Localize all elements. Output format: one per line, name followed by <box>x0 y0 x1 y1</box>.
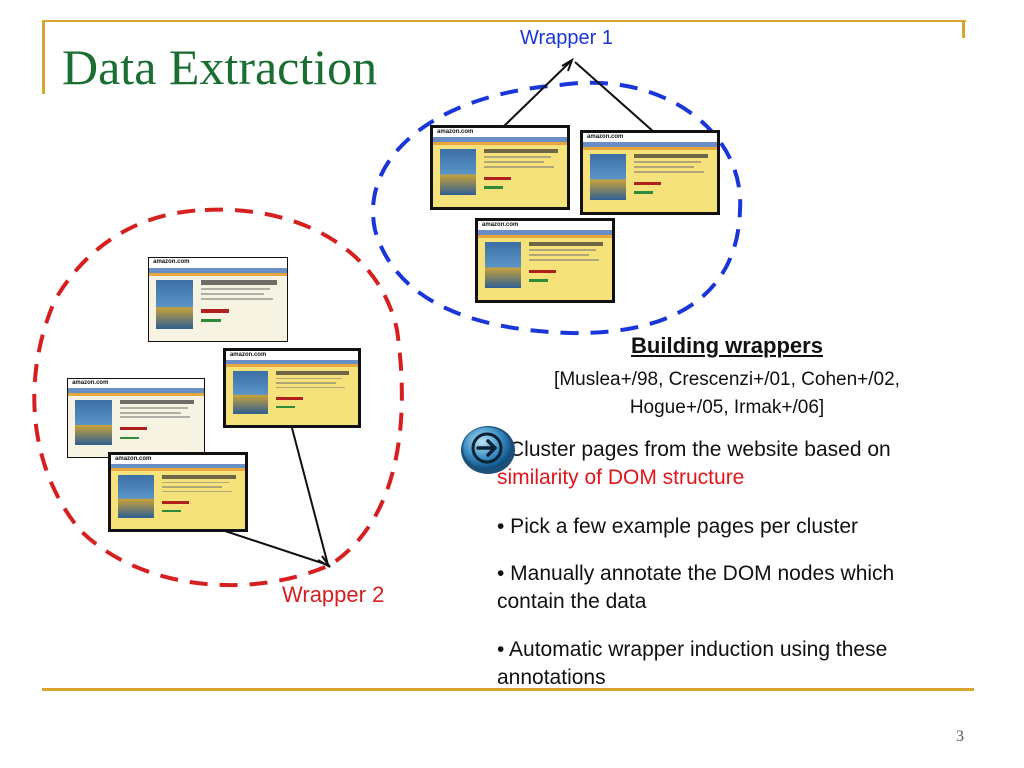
section-heading: Building wrappers <box>631 333 823 358</box>
thumbnail-logo: amazon.com <box>72 379 109 386</box>
wrapper2-arrows <box>221 427 331 568</box>
page-thumbnail: amazon.com <box>148 257 288 342</box>
page-thumbnail: amazon.com <box>223 348 361 428</box>
citation: [Muslea+/98, Crescenzi+/01, Cohen+/02, H… <box>497 366 957 422</box>
wrapper1-arrows <box>501 57 656 134</box>
page-number: 3 <box>956 728 964 745</box>
bullet-item: • Manually annotate the DOM nodes which … <box>497 562 895 613</box>
slide-frame-bottom <box>42 688 974 691</box>
arrow-right-icon <box>461 426 515 474</box>
bullet-item: • Pick a few example pages per cluster <box>497 515 859 538</box>
wrapper1-cluster-ellipse <box>371 80 743 336</box>
page-thumbnail: amazon.com <box>67 378 205 458</box>
slide-frame-right <box>962 20 965 38</box>
thumbnail-logo: amazon.com <box>229 351 267 358</box>
thumbnail-logo: amazon.com <box>115 455 152 462</box>
page-thumbnail: amazon.com <box>475 218 615 303</box>
thumbnail-logo: amazon.com <box>153 258 190 265</box>
bullet-item: • Automatic wrapper induction using thes… <box>497 638 888 689</box>
page-thumbnail: amazon.com <box>430 125 570 210</box>
highlight-text: similarity of DOM structure <box>497 466 745 489</box>
thumbnail-logo: amazon.com <box>437 128 474 135</box>
bullet-item: Cluster pages from the website based on … <box>497 436 967 492</box>
citation-line: Hogue+/05, Irmak+/06] <box>629 397 825 418</box>
thumbnail-logo: amazon.com <box>482 221 519 228</box>
wrapper2-label: Wrapper 2 <box>282 582 385 607</box>
page-thumbnail: amazon.com <box>580 130 720 215</box>
thumbnail-logo: amazon.com <box>587 133 624 140</box>
slide-title: Data Extraction <box>62 39 378 95</box>
wrapper1-label: Wrapper 1 <box>520 27 614 49</box>
citation-line: [Muslea+/98, Crescenzi+/01, Cohen+/02, <box>554 369 900 390</box>
wrapper2-cluster-ellipse <box>32 207 404 588</box>
slide-frame-top <box>42 20 966 22</box>
bullet-text: Cluster pages from the website based on <box>509 438 891 461</box>
page-thumbnail: amazon.com <box>108 452 248 532</box>
slide-frame-left <box>42 20 45 94</box>
